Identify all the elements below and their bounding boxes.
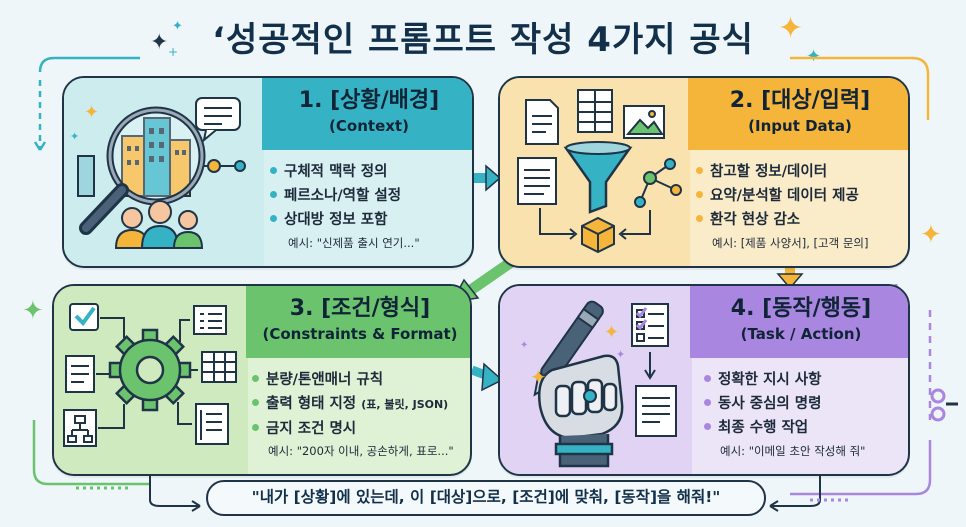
context-illustration: ✦ ✦ bbox=[64, 78, 264, 266]
list-item: 구체적 맥락 정의 bbox=[270, 160, 401, 184]
list-item: 분량/톤앤매너 규칙 bbox=[252, 368, 448, 392]
example-text: 예시: "신제품 출시 연기..." bbox=[288, 236, 420, 250]
sparkle-icon: ✦ bbox=[172, 19, 183, 34]
card-subtitle: (Input Data) bbox=[748, 117, 852, 135]
card-header: 3. [조건/형식] (Constraints & Format) bbox=[246, 286, 470, 358]
list-item: 출력 형태 지정 (표, 불릿, JSON) bbox=[252, 392, 448, 417]
sparkle-icon: ✦ bbox=[150, 30, 169, 55]
card-input-data: 2. [대상/입력] (Input Data) 참고할 정보/데이터 요약/분석… bbox=[498, 76, 910, 268]
sparkle-icon: ✦ bbox=[22, 296, 44, 326]
list-item: 페르소나/역할 설정 bbox=[270, 184, 401, 208]
input-illustration bbox=[500, 78, 690, 266]
card-header: 4. [동작/행동] (Task / Action) bbox=[690, 286, 908, 358]
card-constraints: 3. [조건/형식] (Constraints & Format) 분량/톤앤매… bbox=[52, 284, 472, 476]
card-title: 3. [조건/형식] bbox=[289, 296, 431, 321]
gear-icon bbox=[63, 303, 237, 447]
card-context: ✦ ✦ 1. [상황/배경] (Context) 구체적 맥락 정의 페르소나/… bbox=[62, 76, 474, 268]
robot-hand-icon: ✦ ✦ ✦ ✦ bbox=[520, 300, 677, 468]
card-header: 2. [대상/입력] (Input Data) bbox=[688, 78, 908, 150]
sparkle-icon: ✦ bbox=[806, 46, 822, 67]
sparkle-icon: + bbox=[168, 45, 179, 59]
svg-text:✦: ✦ bbox=[84, 102, 99, 123]
sparkle-icon: ✦ bbox=[778, 11, 804, 46]
svg-text:✦: ✦ bbox=[520, 340, 528, 351]
action-illustration: ✦ ✦ ✦ ✦ bbox=[500, 286, 692, 474]
card-subtitle: (Context) bbox=[329, 117, 409, 135]
list-item: 상대방 정보 포함 bbox=[270, 208, 401, 232]
example-text: 예시: "이메일 초안 작성해 줘" bbox=[720, 444, 866, 458]
card-title: 2. [대상/입력] bbox=[729, 88, 871, 113]
format-note: (표, 불릿, JSON) bbox=[361, 398, 449, 411]
example-text: 예시: [제품 사양서], [고객 문의] bbox=[712, 236, 869, 250]
list-item: 최종 수행 작업 bbox=[704, 416, 821, 440]
list-item: 정확한 지시 사항 bbox=[704, 368, 821, 392]
bullet-list: 구체적 맥락 정의 페르소나/역할 설정 상대방 정보 포함 bbox=[270, 160, 401, 232]
card-title: 4. [동작/행동] bbox=[730, 296, 872, 321]
card-header: 1. [상황/배경] (Context) bbox=[262, 78, 472, 150]
list-item: 참고할 정보/데이터 bbox=[696, 160, 859, 184]
magnifier-icon: ✦ ✦ bbox=[70, 97, 246, 249]
example-text: 예시: "200자 이내, 공손하게, 표로..." bbox=[268, 444, 454, 458]
list-item: 동사 중심의 명령 bbox=[704, 392, 821, 416]
list-item: 요약/분석할 데이터 제공 bbox=[696, 184, 859, 208]
card-subtitle: (Constraints & Format) bbox=[262, 325, 458, 343]
list-item: 환각 현상 감소 bbox=[696, 208, 859, 232]
svg-text:✦: ✦ bbox=[530, 365, 547, 389]
bullet-list: 분량/톤앤매너 규칙 출력 형태 지정 (표, 불릿, JSON) 금지 조건 … bbox=[252, 368, 448, 441]
formula-banner: "내가 [상황]에 있는데, 이 [대상]으로, [조건]에 맞춰, [동작]을… bbox=[206, 480, 766, 516]
bullet-list: 정확한 지시 사항 동사 중심의 명령 최종 수행 작업 bbox=[704, 368, 821, 440]
card-subtitle: (Task / Action) bbox=[740, 325, 862, 343]
sparkle-icon: ✦ bbox=[920, 220, 942, 250]
svg-text:✦: ✦ bbox=[70, 130, 79, 143]
list-item: 금지 조건 명시 bbox=[252, 417, 448, 441]
card-title: 1. [상황/배경] bbox=[298, 88, 440, 113]
funnel-icon bbox=[517, 89, 682, 254]
constraints-illustration bbox=[54, 286, 248, 474]
card-task-action: ✦ ✦ ✦ ✦ 4. [동작/행동] (Task / Action) 정확한 지… bbox=[498, 284, 910, 476]
svg-text:✦: ✦ bbox=[616, 348, 625, 361]
page-title: ‘성공적인 프롬프트 작성 4가지 공식 bbox=[212, 20, 754, 60]
svg-text:✦: ✦ bbox=[604, 322, 619, 343]
bullet-list: 참고할 정보/데이터 요약/분석할 데이터 제공 환각 현상 감소 bbox=[696, 160, 859, 232]
